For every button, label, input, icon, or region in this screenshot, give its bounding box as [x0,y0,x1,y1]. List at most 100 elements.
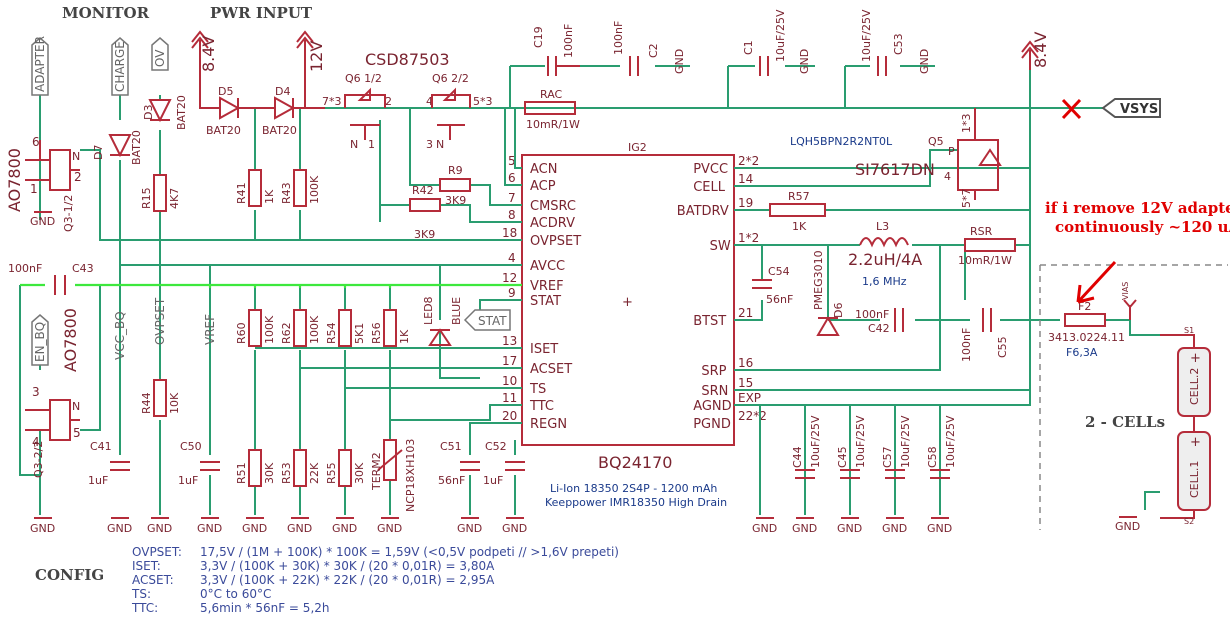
resistor-value: 1K [263,189,276,204]
resistor-value: 100K [308,315,321,344]
svg-text:Q6 2/2: Q6 2/2 [432,72,469,85]
capacitor-value: 56nF [438,474,465,487]
svg-text:AO7800: AO7800 [61,308,80,372]
resistor-ref: R56 [370,322,383,344]
ic-pin-name: ISET [530,342,558,357]
mosfet-q3-bottom: 3 4 5 N AO7800 Q3-2/2 [25,308,81,478]
capacitor-value: 10uF/25V [809,415,822,468]
ic-pin-number: EXP [738,391,761,405]
capacitor-c43: 100nF C43 [8,262,94,295]
svg-text:BAT20: BAT20 [262,124,297,137]
svg-text:100nF: 100nF [855,308,889,321]
svg-text:NCP18XH103: NCP18XH103 [404,439,417,512]
resistor-r57: R57 1K [769,190,826,233]
resistor-rac: RAC 10mR/1W [524,88,580,131]
resistor-ref: R54 [325,322,338,344]
capacitor-value: 10uF/25V [944,415,957,468]
capacitor-value: 1uF [483,474,503,487]
svg-text:VIAS: VIAS [1121,282,1130,300]
ic-pin-number: 4 [508,251,516,265]
resistor-value: 22K [308,462,321,484]
svg-text:8.4V: 8.4V [1031,32,1050,68]
svg-text:56nF: 56nF [766,293,793,306]
svg-text:L3: L3 [876,220,889,233]
capacitor-c19: C19 100nF [532,24,580,76]
resistor-ref: R60 [235,322,248,344]
gnd-label: GND [792,522,817,535]
svg-text:2.2uH/4A: 2.2uH/4A [848,250,922,269]
svg-text:Q3-2/2: Q3-2/2 [32,441,45,478]
inductor-l3: L3 2.2uH/4A 1,6 MHz [848,220,922,288]
svg-text:10mR/1W: 10mR/1W [526,118,580,131]
svg-text:EN_BQ: EN_BQ [33,322,47,362]
svg-text:PMEG3010: PMEG3010 [812,250,825,310]
svg-text:C42: C42 [868,322,890,335]
svg-text:+: + [1190,435,1201,450]
capacitor-c53: 10uF/25V C53 [860,9,905,76]
gnd-label: GND [502,522,527,535]
svg-text:1: 1 [30,182,38,196]
config-value: 0°C to 60°C [200,587,271,601]
capacitor-ref: C45 [836,446,849,468]
svg-text:RSR: RSR [970,225,993,238]
ic-pin-name: ACDRV [530,216,575,231]
monitor-heading: MONITOR [62,4,150,22]
ic-pin-number: 9 [508,286,516,300]
ic-pin-name: CMSRC [530,199,576,214]
svg-text:N: N [350,138,358,151]
resistor-value: 10K [168,392,181,414]
gnd-label: GND [242,522,267,535]
config-value: 3,3V / (100K + 30K) * 30K / (20 * 0,01R)… [200,559,495,573]
highlighted-net [20,283,522,288]
svg-text:ADAPTER: ADAPTER [33,36,47,92]
port-ov: OV [151,37,169,71]
svg-text:10uF/25V: 10uF/25V [774,9,787,62]
config-key: ISET: [132,559,161,573]
svg-text:3K9: 3K9 [414,228,435,241]
svg-text:SI7617DN: SI7617DN [855,160,935,179]
ic-pin-number: 2*2 [738,154,759,168]
svg-text:D5: D5 [218,85,233,98]
battery-cells: CELL.2 CELL.1 + + S1 S2 [1160,326,1211,526]
svg-text:D6: D6 [832,303,845,318]
capacitor-ref: C52 [485,440,507,453]
note-line1: if i remove 12V adapter, [1045,199,1230,217]
resistor-r54: R54 5K1 [325,309,366,347]
capacitor-c52: C52 1uF [483,440,525,487]
resistor-r9: R9 3K9 [439,164,471,207]
ic-pin-number: 18 [502,226,517,240]
ic-pin-name: BTST [693,314,726,329]
pwr-input-heading: PWR INPUT [210,4,313,22]
svg-text:F2: F2 [1078,300,1091,313]
net-vcc-bq: VCC_BQ [113,311,127,360]
wires [19,65,1160,515]
resistor-value: 5K1 [353,323,366,344]
gnd-label: GND [798,49,811,74]
svg-text:Q5: Q5 [928,135,944,148]
gnd-label: GND [147,522,172,535]
ic-pin-number: 15 [738,376,753,390]
net-vref: VREF [203,314,217,345]
config-key: OVPSET: [132,545,182,559]
ic-pin-name: PVCC [693,162,728,177]
gnd-label: GND [882,522,907,535]
cells-heading: 2 - CELLs [1085,413,1165,431]
svg-text:BAT20: BAT20 [175,95,188,130]
resistor-value: 100K [308,175,321,204]
ic-pin-name: ACP [530,179,556,194]
svg-text:D4: D4 [275,85,290,98]
thermistor-term2: TERM2 NCP18XH103 [370,439,417,512]
ic-left-pins: 5ACN6ACP7CMSRC8ACDRV18OVPSET4AVCC12VREF9… [502,154,581,432]
ic-pin-number: 19 [738,196,753,210]
gnd-label: GND [30,215,55,228]
svg-text:1: 1 [368,138,375,151]
capacitor-value: 1uF [88,474,108,487]
